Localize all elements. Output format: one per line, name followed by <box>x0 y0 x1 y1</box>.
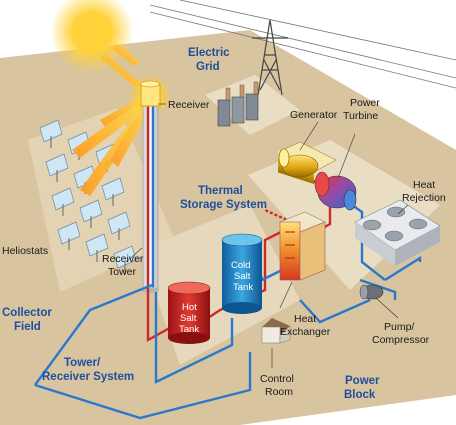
fan-icon <box>384 230 404 242</box>
heat-exchanger-icon <box>279 211 326 281</box>
cold-salt-tank-label: Cold Salt Tank <box>231 260 253 293</box>
salt-piping <box>34 179 422 420</box>
heliostat-mirror <box>79 199 103 223</box>
fan-icon <box>362 219 382 231</box>
pump-compressor-label: Pump/ Compressor <box>372 321 430 346</box>
heliostat-mirror <box>45 153 69 177</box>
heliostat-mirror <box>39 119 63 143</box>
heliostat-mirror <box>101 177 125 201</box>
electric-grid-label: Electric Grid <box>188 47 233 73</box>
heliostat-mirror <box>51 187 75 211</box>
pump-compressor-icon <box>359 284 384 300</box>
thermal-storage-label: Thermal Storage System <box>180 185 267 211</box>
receiver-label: Receiver <box>168 99 210 111</box>
hot-salt-tank-label: Hot Salt Tank <box>179 302 199 335</box>
power-turbine-icon <box>314 171 357 211</box>
collector-field-pad <box>28 108 175 292</box>
collector-field-label: Collector Field <box>2 307 55 333</box>
control-room-label: Control Room <box>260 373 297 398</box>
receiver-tower <box>128 74 172 293</box>
generator-icon <box>277 141 337 185</box>
generator-label: Generator <box>290 109 338 121</box>
fan-icon <box>386 206 406 218</box>
heliostat-mirror <box>57 221 81 245</box>
power-block-label: Power Block <box>344 375 383 401</box>
sun-icon <box>50 0 134 74</box>
heliostat-mirror <box>113 245 137 269</box>
heat-rejection-unit <box>354 199 441 266</box>
hot-salt-tank <box>167 281 211 344</box>
heat-rejection-label: Heat Rejection <box>402 179 446 204</box>
tower-receiver-system-label: Tower/ Receiver System <box>42 357 134 383</box>
control-room-icon <box>261 318 291 344</box>
fan-icon <box>408 218 428 230</box>
heliostat-mirror <box>107 211 131 235</box>
label-leaders <box>125 103 409 368</box>
power-turbine-label: Power Turbine <box>343 97 383 122</box>
heliostat-mirror <box>85 233 109 257</box>
receiver-tower-label: Receiver Tower <box>102 253 146 278</box>
heat-exchanger-label: Heat Exchanger <box>280 313 331 338</box>
transmission-tower-icon <box>149 0 456 96</box>
heliostats-label: Heliostats <box>2 245 48 257</box>
transformer-icon <box>217 81 259 127</box>
cold-salt-tank <box>221 233 263 314</box>
